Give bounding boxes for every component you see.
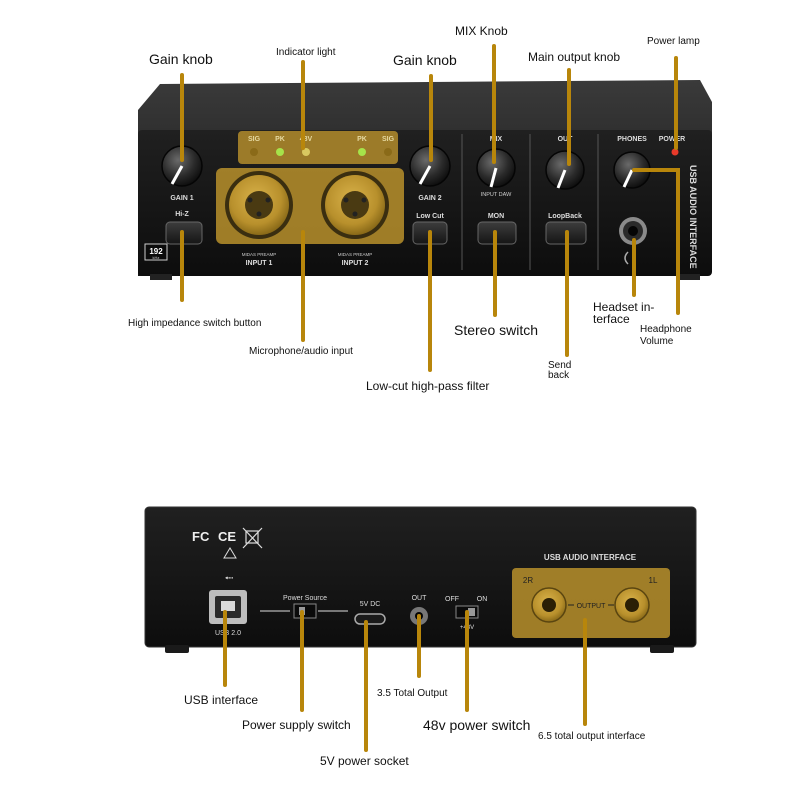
label-mon: MON: [488, 213, 504, 220]
label-pk-1: PK: [275, 136, 285, 143]
label-48v: 48V: [300, 136, 313, 143]
power-lamp: [671, 148, 679, 156]
badge-192: [144, 243, 168, 261]
headset-jack[interactable]: [619, 217, 647, 245]
label-input-1: INPUT 1: [246, 260, 273, 267]
main-output-knob[interactable]: [545, 150, 585, 190]
label-out: OUT: [558, 136, 574, 143]
output-1l-jack[interactable]: [614, 587, 650, 623]
callout-5v-power-socket: 5V power socket: [320, 754, 409, 768]
certification-icon: [223, 547, 237, 559]
label-sig-2: SIG: [382, 136, 395, 143]
usb-symbol-icon: ⭪: [224, 571, 233, 585]
label-power-source: Power Source: [283, 595, 327, 602]
label-usb: USB 2.0: [215, 630, 241, 637]
callout-mix-knob: MIX Knob: [455, 24, 508, 38]
callout-headphone-vol-2: Volume: [640, 336, 674, 347]
label-phones: PHONES: [617, 136, 647, 143]
label-sig-1: SIG: [248, 136, 261, 143]
weee-bin-icon: [242, 527, 263, 549]
callout-power-supply-switch: Power supply switch: [242, 718, 351, 732]
callout-usb-interface: USB interface: [184, 693, 259, 707]
rear-unit: FC CE ⭪ USB 2.0 Power Source 5V DC: [144, 506, 697, 653]
indicator-highlight: [238, 131, 398, 164]
label-1l: 1L: [649, 576, 658, 585]
indicator-leds: [250, 148, 392, 156]
label-pk-2: PK: [357, 136, 367, 143]
svg-text:192: 192: [149, 247, 163, 256]
svg-text:MIDAS PREAMP: MIDAS PREAMP: [338, 252, 373, 257]
fc-mark: FC: [192, 529, 210, 544]
callout-65-total-output: 6.5 total output interface: [538, 731, 646, 742]
label-on: ON: [477, 596, 488, 603]
label-output: OUTPUT: [577, 603, 607, 610]
rear-title: USB AUDIO INTERFACE: [544, 553, 637, 562]
callout-send-back-1: Send: [548, 360, 572, 371]
callout-indicator-light: Indicator light: [276, 47, 336, 58]
label-gain-2: GAIN 2: [418, 195, 441, 202]
callout-low-cut: Low-cut high-pass filter: [366, 379, 490, 393]
label-loopback: LoopBack: [548, 213, 582, 220]
usb-c-socket[interactable]: [354, 613, 386, 625]
callout-main-output-knob: Main output knob: [528, 50, 621, 64]
usb-b-port[interactable]: [209, 590, 247, 624]
input-2-jack[interactable]: [321, 171, 389, 239]
callout-gain-knob-2: Gain knob: [393, 52, 457, 68]
callout-hi-z: High impedance switch button: [128, 318, 262, 329]
callout-stereo-switch: Stereo switch: [454, 322, 539, 338]
output-2r-jack[interactable]: [531, 587, 567, 623]
label-gain-1: GAIN 1: [170, 195, 193, 202]
callout-headset-2: terface: [593, 312, 630, 326]
label-off: OFF: [445, 596, 459, 603]
callout-send-back-2: back: [548, 370, 570, 381]
front-side-text: USB AUDIO INTERFACE: [688, 165, 698, 269]
callout-48v-power-switch: 48v power switch: [423, 717, 531, 733]
callout-lines: [180, 44, 680, 752]
label-2r: 2R: [523, 576, 533, 585]
input-1-jack[interactable]: [225, 171, 293, 239]
label-mix-sub: INPUT DAW: [481, 192, 512, 198]
callout-power-lamp: Power lamp: [647, 36, 700, 47]
label-hi-z: Hi-Z: [175, 211, 189, 218]
label-input-2: INPUT 2: [342, 260, 369, 267]
callout-headphone-vol-1: Headphone: [640, 324, 692, 335]
front-unit: SIG PK 48V PK SIG GAIN 1 Hi-Z 192 kHz: [138, 80, 712, 280]
svg-text:kHz: kHz: [153, 255, 160, 260]
callout-mic-input: Microphone/audio input: [249, 346, 353, 357]
ce-mark: CE: [218, 529, 236, 544]
callout-35-total-output: 3.5 Total Output: [377, 688, 448, 699]
label-5v-dc: 5V DC: [360, 601, 381, 608]
power-source-switch[interactable]: [293, 603, 317, 619]
callout-gain-knob-1: Gain knob: [149, 51, 213, 67]
callout-headset-1: Headset in-: [593, 300, 655, 314]
label-low-cut: Low Cut: [416, 213, 444, 220]
label-out-35: OUT: [412, 595, 428, 602]
svg-text:MIDAS PREAMP: MIDAS PREAMP: [242, 252, 277, 257]
headphone-icon: [624, 251, 629, 265]
leader-headphone-vol: [632, 168, 680, 315]
label-mix: MIX: [490, 136, 503, 143]
label-power: POWER: [659, 136, 685, 143]
